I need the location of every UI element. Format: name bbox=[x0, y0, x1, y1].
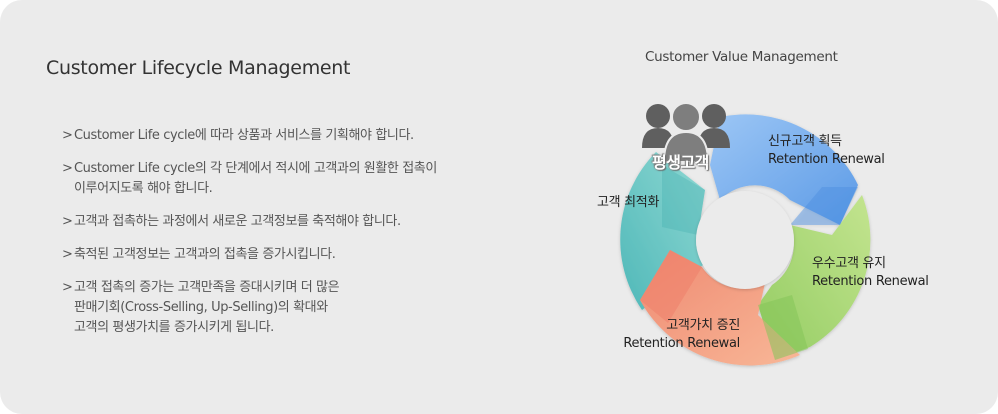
bullet-item: > 고객과 접촉하는 과정에서 새로운 고객정보를 축적해야 합니다. bbox=[62, 212, 522, 232]
bullet-text: 고객의 평생가치를 증가시키게 됩니다. bbox=[74, 320, 274, 335]
section-title: Customer Lifecycle Management bbox=[46, 57, 351, 79]
diagram-title: Customer Value Management bbox=[645, 49, 838, 65]
bullet-text: Customer Life cycle에 따라 상품과 서비스를 기획해야 합니… bbox=[74, 128, 414, 143]
chevron-right-icon: > bbox=[62, 214, 73, 229]
bullet-text: 축적된 고객정보는 고객과의 접촉을 증가시킵니다. bbox=[74, 247, 336, 262]
customer-value-cycle-ring bbox=[620, 114, 871, 366]
people-group-icon bbox=[642, 102, 730, 163]
chevron-right-icon: > bbox=[62, 161, 73, 176]
chevron-right-icon: > bbox=[62, 247, 73, 262]
bullet-text: 고객과 접촉하는 과정에서 새로운 고객정보를 축적해야 합니다. bbox=[74, 214, 401, 229]
bullet-item: > Customer Life cycle에 따라 상품과 서비스를 기획해야 … bbox=[62, 126, 522, 146]
bullet-item: > 축적된 고객정보는 고객과의 접촉을 증가시킵니다. bbox=[62, 245, 522, 265]
bullet-text: 고객 접촉의 증가는 고객만족을 증대시키며 더 많은 bbox=[74, 280, 340, 295]
bullet-item: > Customer Life cycle의 각 단계에서 적시에 고객과의 원… bbox=[62, 159, 522, 199]
segment-label-value-increase: 고객가치 증진 Retention Renewal bbox=[623, 318, 740, 351]
center-label: 평생고객 bbox=[652, 153, 709, 172]
bullet-text: Customer Life cycle의 각 단계에서 적시에 고객과의 원활한… bbox=[74, 161, 437, 176]
bullet-list: > Customer Life cycle에 따라 상품과 서비스를 기획해야 … bbox=[62, 126, 522, 351]
segment-label-optimization: 고객 최적화 bbox=[597, 195, 660, 210]
chevron-right-icon: > bbox=[62, 280, 73, 295]
segment-label-new-customer: 신규고객 획득 Retention Renewal bbox=[768, 134, 885, 167]
bullet-text: 판매기회(Cross-Selling, Up-Selling)의 확대와 bbox=[74, 300, 328, 315]
chevron-right-icon: > bbox=[62, 128, 73, 143]
bullet-text: 이루어지도록 해야 합니다. bbox=[74, 181, 213, 196]
bullet-item: > 고객 접촉의 증가는 고객만족을 증대시키며 더 많은 판매기회(Cross… bbox=[62, 278, 522, 338]
segment-label-premium-retention: 우수고객 유지 Retention Renewal bbox=[812, 256, 929, 289]
